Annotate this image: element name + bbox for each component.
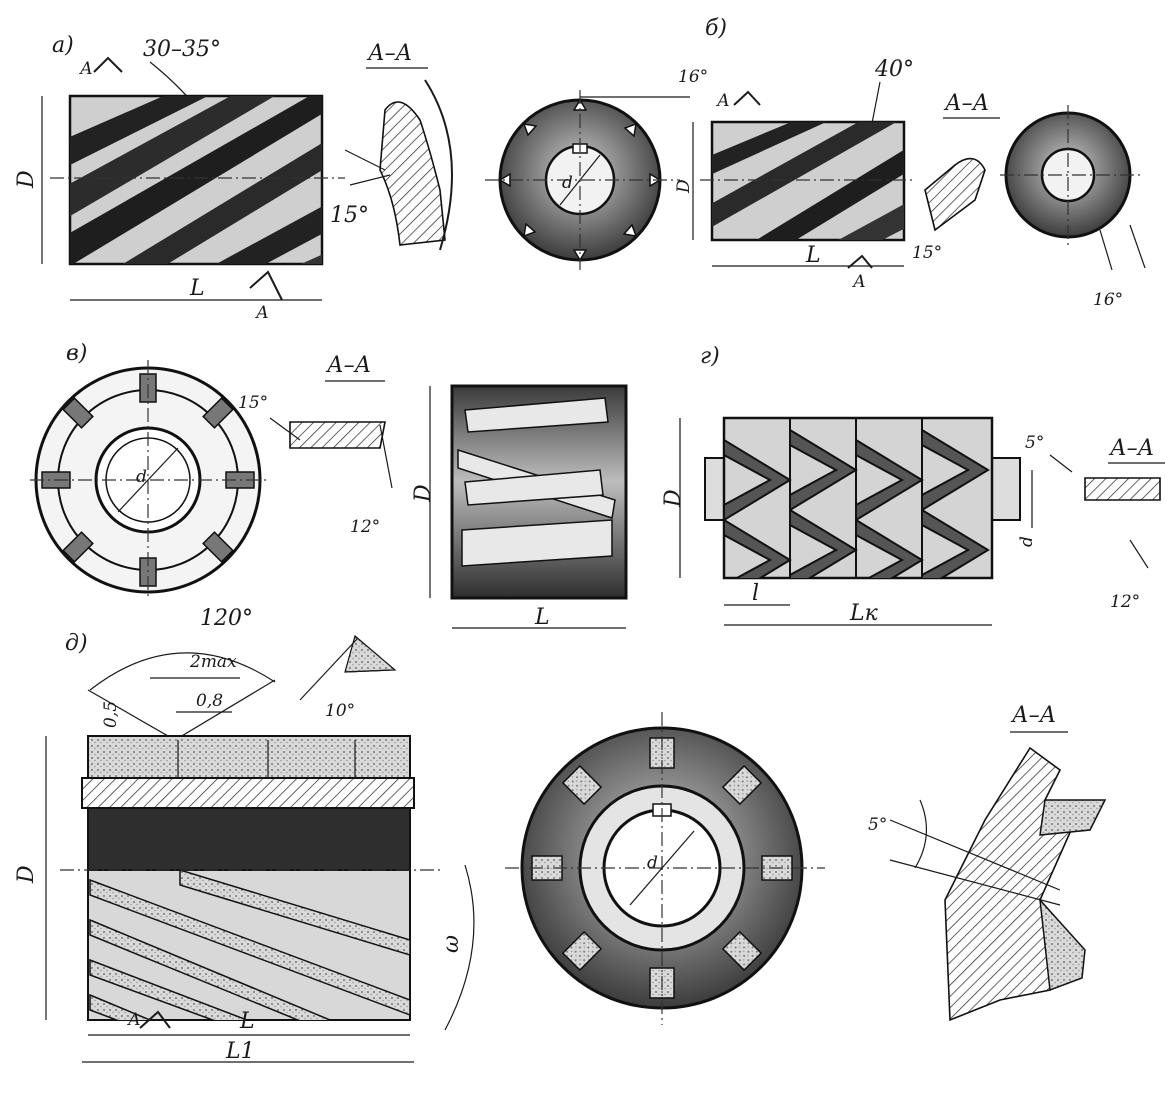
view-v-bottom-angle: 12° bbox=[350, 517, 380, 537]
view-b-rake-angle: 15° bbox=[912, 243, 942, 263]
view-g-bottom-angle: 12° bbox=[1110, 592, 1140, 612]
view-b-end-angle: 16° bbox=[1093, 290, 1123, 310]
view-d-dim-bore: d bbox=[647, 853, 658, 873]
view-b-section-mark-bottom: А bbox=[852, 272, 866, 292]
view-v-inserted-blades bbox=[41, 373, 255, 587]
view-g-section-title: А–А bbox=[1108, 436, 1154, 461]
view-g-dim-bore: d bbox=[1017, 536, 1037, 547]
view-b-section-title: А–А bbox=[943, 91, 989, 116]
section-arrow-icon bbox=[847, 254, 873, 269]
profile-angle-arc bbox=[89, 652, 276, 691]
view-b: б) d 16° А 40° D L А bbox=[485, 16, 1146, 310]
section-arrow-icon bbox=[139, 1010, 171, 1029]
view-v-dim-l: L bbox=[534, 605, 550, 630]
view-d-tip-angle: 10° bbox=[325, 701, 355, 721]
view-g-label: г) bbox=[700, 344, 720, 369]
view-v-dim-d: D bbox=[411, 484, 436, 503]
rake-angle-lines bbox=[344, 149, 391, 186]
view-v-label: в) bbox=[66, 341, 87, 366]
view-d-section-mark: А bbox=[127, 1010, 141, 1030]
view-g-section-profile bbox=[1084, 477, 1161, 501]
view-d-section-angle: 5° bbox=[868, 815, 887, 835]
view-a-section-title: А–А bbox=[366, 41, 412, 66]
view-a-rake-angle: 15° bbox=[330, 203, 369, 228]
view-g: г) D d l Lк А–А bbox=[661, 344, 1165, 626]
view-a-helix-angle: 30–35° bbox=[143, 37, 221, 62]
view-v-top-angle: 15° bbox=[238, 393, 268, 413]
view-v-blade-slots bbox=[457, 397, 616, 567]
section-arrow-icon bbox=[93, 56, 123, 73]
view-d-dim-d: D bbox=[14, 865, 39, 884]
view-g-top-angle: 5° bbox=[1025, 433, 1044, 453]
view-b-top-angle: 16° bbox=[678, 67, 708, 87]
view-d-dim-total: L1 bbox=[225, 1039, 255, 1064]
view-d: д) 120° 2max 0,8 0,5 10° D ω bbox=[14, 606, 1107, 1064]
view-b-helix-angle: 40° bbox=[874, 57, 914, 82]
view-a-label: а) bbox=[52, 33, 74, 58]
view-a-dim-l: L bbox=[189, 276, 205, 301]
view-d-dim-05: 0,5 bbox=[101, 701, 121, 728]
view-a-section-mark-top: А bbox=[79, 59, 93, 79]
view-g-chevron-teeth bbox=[724, 418, 990, 578]
view-a-dim-d: D bbox=[14, 170, 39, 189]
view-d-section-title: А–А bbox=[1010, 703, 1056, 728]
view-a: а) А 30–35° D L А А–А 15° bbox=[14, 33, 453, 323]
view-d-profile-angle: 120° bbox=[200, 606, 253, 631]
view-g-dim-section: l bbox=[752, 581, 759, 606]
view-a-helical-flutes bbox=[70, 96, 322, 264]
section-arrow-icon bbox=[733, 90, 761, 106]
view-a-section-mark-bottom: А bbox=[255, 303, 269, 323]
view-d-label: д) bbox=[65, 631, 88, 656]
view-v: в) d А–А 15° 12° bbox=[30, 341, 628, 630]
view-b-dim-bore: d bbox=[562, 173, 573, 193]
view-d-abrasive-segments bbox=[87, 735, 411, 779]
view-d-helical-segments bbox=[89, 870, 410, 1020]
view-b-section-profile bbox=[924, 157, 986, 232]
view-a-section-profile bbox=[379, 101, 446, 246]
view-d-section-segment-bottom bbox=[1038, 897, 1086, 992]
view-d-core bbox=[87, 807, 411, 871]
view-b-dim-d: D bbox=[674, 179, 694, 194]
view-g-dim-d: D bbox=[661, 489, 686, 508]
view-b-dim-l: L bbox=[805, 243, 821, 268]
view-d-grain-tip bbox=[344, 634, 397, 673]
view-d-omega: ω bbox=[439, 935, 464, 953]
view-v-dim-bore: d bbox=[136, 467, 147, 487]
view-b-label: б) bbox=[705, 16, 727, 41]
view-d-body-section bbox=[81, 777, 415, 809]
view-b-section-mark-top: А bbox=[716, 91, 730, 111]
view-g-dim-total: Lк bbox=[849, 601, 879, 626]
view-v-section-title: А–А bbox=[325, 353, 371, 378]
omega-arc bbox=[444, 864, 475, 1031]
view-b-helical-flutes bbox=[712, 122, 904, 240]
view-d-dim-l: L bbox=[239, 1009, 255, 1034]
view-a-section-arc bbox=[424, 79, 453, 251]
view-v-section-profile bbox=[289, 421, 386, 449]
view-g-shaft-right bbox=[989, 457, 1021, 521]
section-arrow-icon bbox=[249, 270, 283, 301]
view-d-dim-max: 2max bbox=[189, 652, 237, 672]
view-d-section-segment-top bbox=[1039, 799, 1107, 836]
view-d-dim-08: 0,8 bbox=[196, 691, 223, 711]
